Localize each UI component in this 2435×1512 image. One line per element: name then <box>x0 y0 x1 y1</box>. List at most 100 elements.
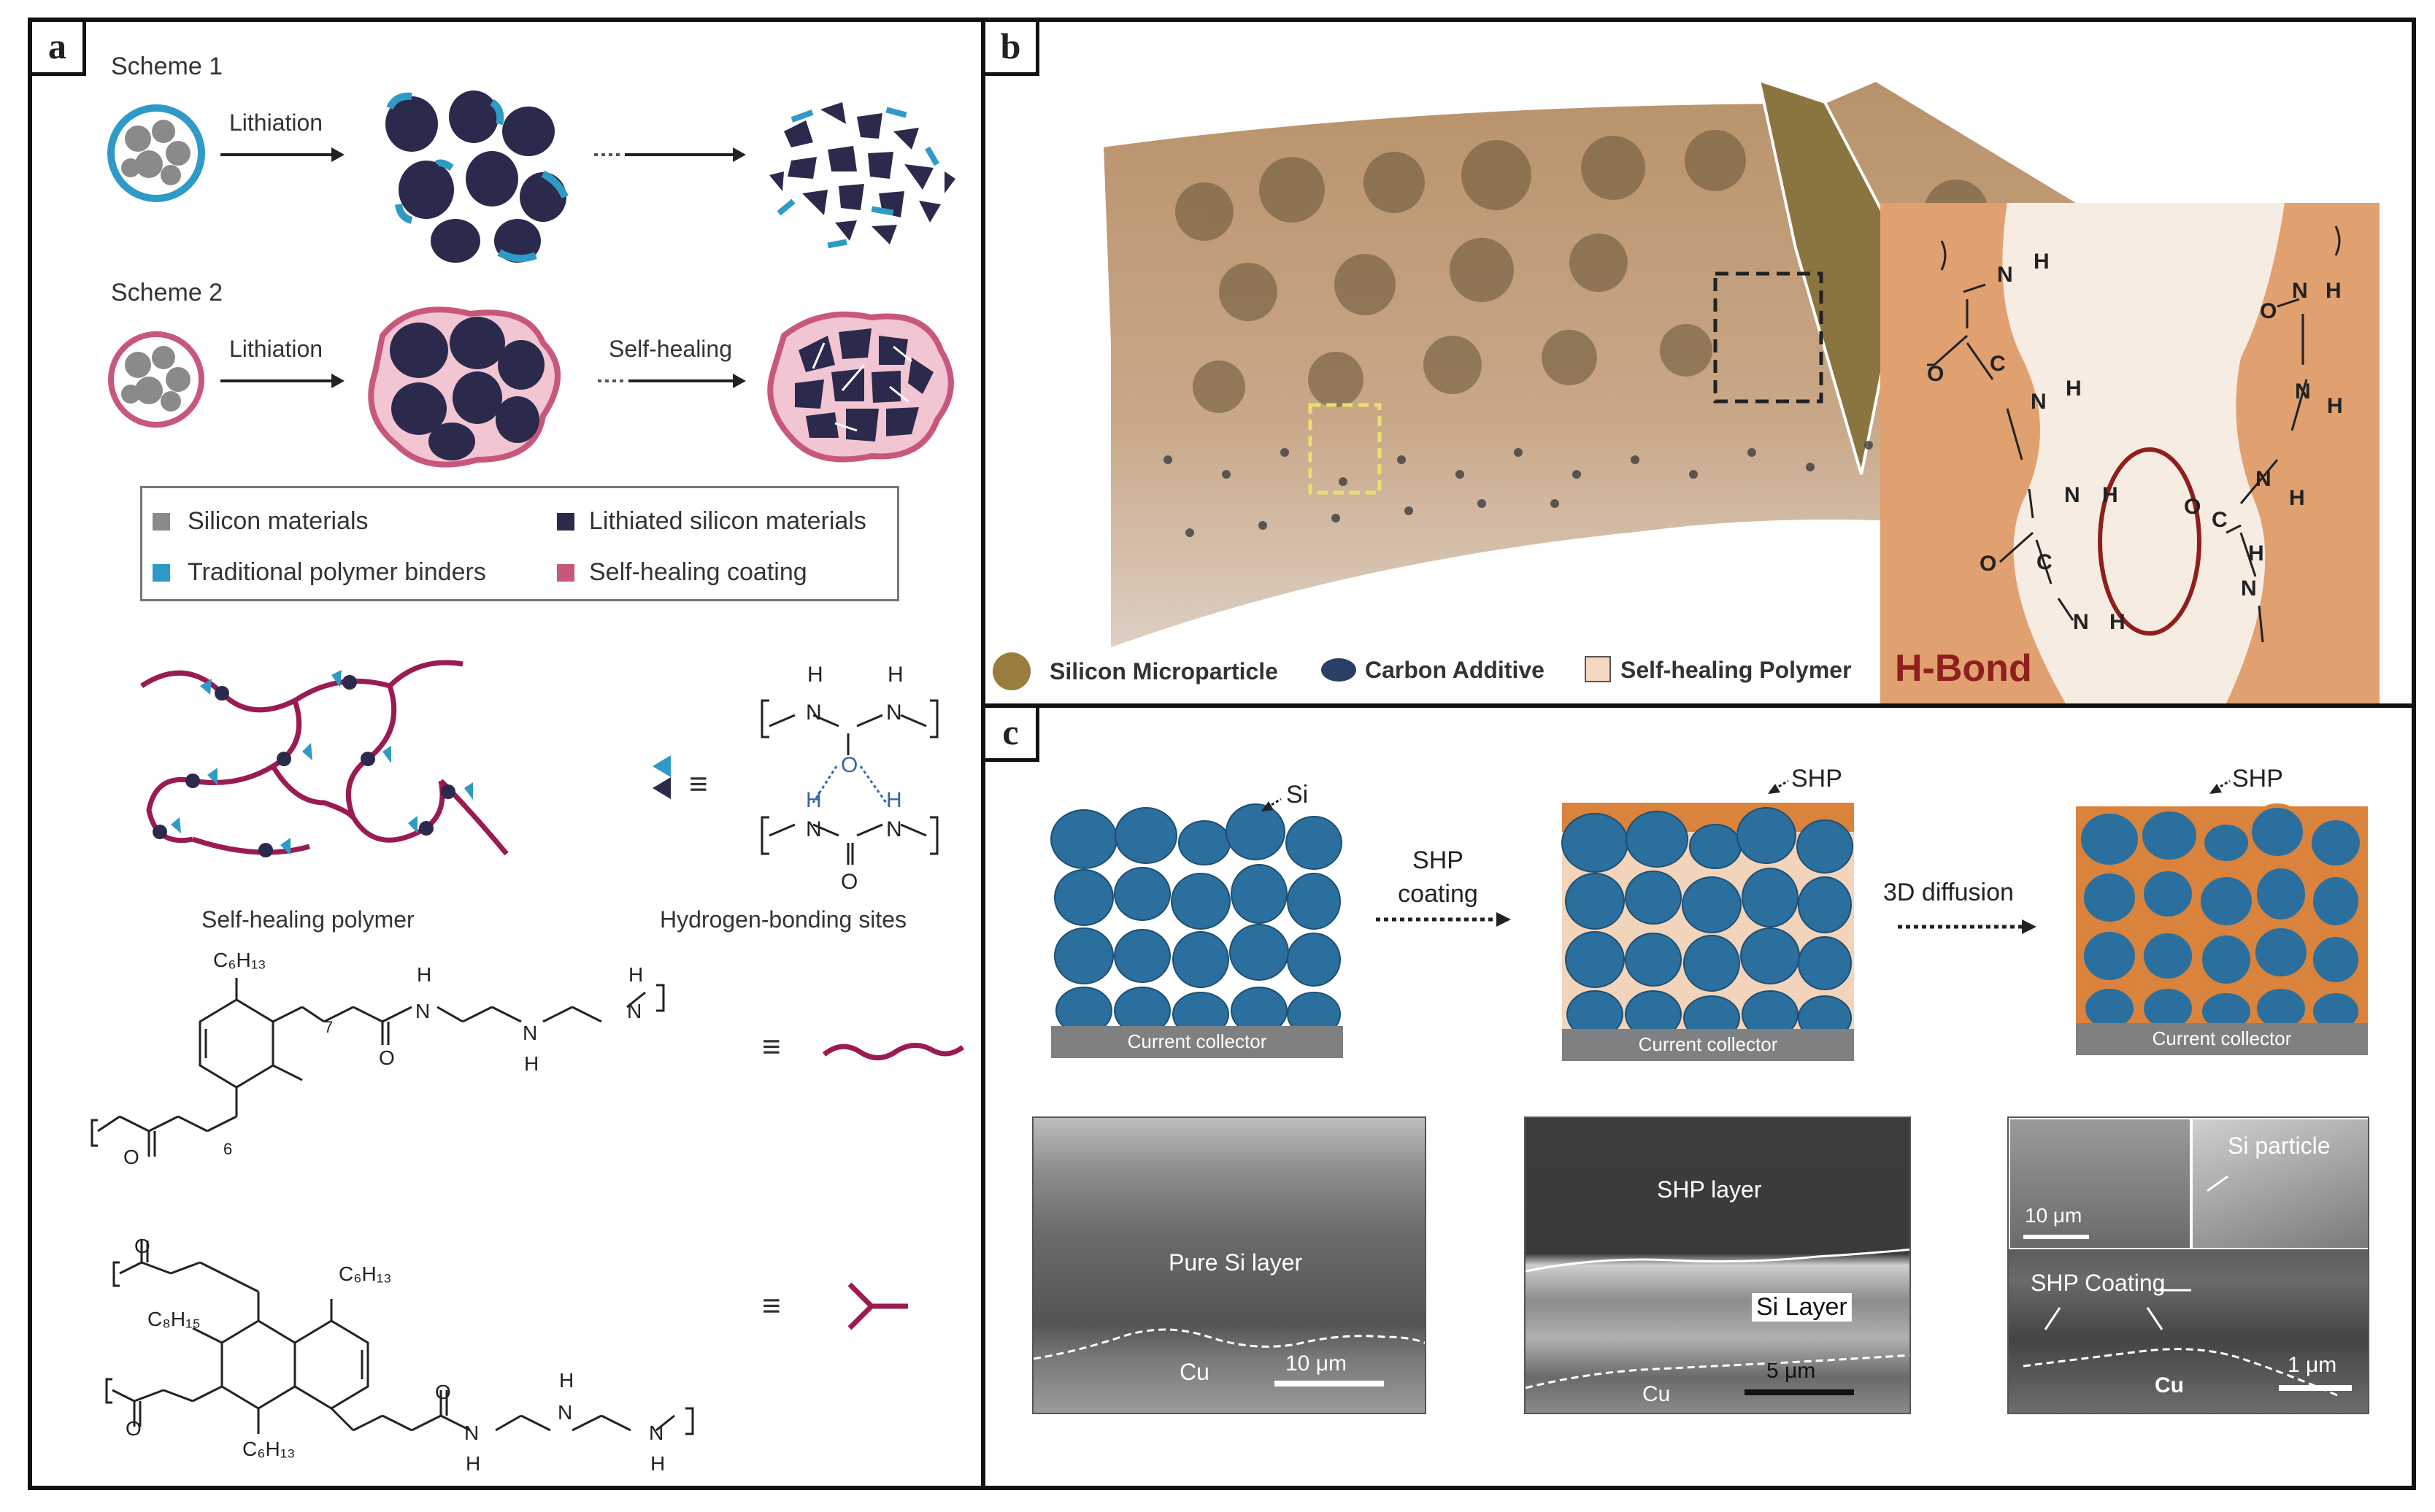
label-si: Si <box>1286 781 1309 809</box>
legend-silicon: Silicon materials <box>188 507 369 535</box>
panel-label-b: b <box>985 22 1039 76</box>
self-healing-label: Self-healing <box>609 336 732 362</box>
struct2-c6h13-top: C₆H₁₃ <box>339 1262 392 1285</box>
sem1-scale-bar: 10 μm <box>1285 1351 1347 1376</box>
hbond-atom-n4: N <box>886 817 902 841</box>
hbond-atom-h1: H <box>807 663 823 687</box>
legend-self-healing-polymer: Self-healing Polymer <box>1620 657 1852 683</box>
current-collector-2: Current collector <box>1638 1033 1778 1055</box>
sem2-si-label: Si Layer <box>1752 1293 1852 1322</box>
step1-label-line2: coating <box>1398 880 1478 908</box>
polymer-network-diagram <box>140 660 509 857</box>
struct1-c6h13: C₆H₁₃ <box>213 949 266 971</box>
sem2-cu-label: Cu <box>1642 1382 1671 1406</box>
equiv-symbol-1: ≡ <box>762 1029 781 1065</box>
hbond-atom-n2: N <box>886 701 902 725</box>
struct2-n3: N <box>649 1422 664 1444</box>
legend-lithiated: Lithiated silicon materials <box>589 507 866 535</box>
sem-image-shp-layer: SHP layer Si Layer Cu 5 μm <box>1524 1116 1911 1414</box>
label-shp-2: SHP <box>2232 765 2283 792</box>
struct2-o1: O <box>134 1235 150 1257</box>
struct2-h1: H <box>466 1452 481 1475</box>
struct1-n2: N <box>523 1022 538 1044</box>
inset-atom-h4: H <box>2109 610 2126 634</box>
hydrogen-bonding-diagram <box>653 699 939 865</box>
inset-atom-n6: N <box>2295 379 2311 404</box>
inset-atom-c2: C <box>2036 550 2053 574</box>
current-collector-1: Current collector <box>1127 1030 1267 1052</box>
inset-atom-n5: N <box>2292 279 2308 303</box>
legend-silicon-microparticle: Silicon Microparticle <box>1050 658 1278 684</box>
polymer-chain-symbol <box>822 1043 965 1060</box>
hbond-atom-n3: N <box>806 817 822 841</box>
caption-self-healing-polymer: Self-healing polymer <box>201 906 415 933</box>
hbond-atom-h4: H <box>886 788 902 812</box>
inset-atom-h8: H <box>2248 541 2264 566</box>
step2-label: 3D diffusion <box>1883 879 2014 906</box>
sem2-shp-label: SHP layer <box>1657 1176 1762 1203</box>
inset-atom-n3: N <box>2064 483 2080 507</box>
struct1-h3: H <box>628 963 644 986</box>
scheme2-title: Scheme 2 <box>111 279 223 306</box>
crosslinker-symbol <box>847 1282 908 1330</box>
caption-hydrogen-bonding: Hydrogen-bonding sites <box>660 906 907 933</box>
hbond-atom-n1: N <box>806 701 822 725</box>
sem3-si-particle-label: Si particle <box>2228 1133 2331 1159</box>
sem-image-shp-coating: Si particle 10 μm SHP Coating Cu 1 μm <box>2007 1116 2369 1414</box>
struct2-n1: N <box>464 1422 480 1444</box>
sem1-cu-label: Cu <box>1180 1359 1209 1385</box>
hbond-atom-o2: O <box>841 870 858 894</box>
inset-atom-n8: N <box>2241 576 2257 601</box>
inset-atom-h6: H <box>2327 394 2343 418</box>
struct1-n3: N <box>627 1000 642 1022</box>
struct1-o2: O <box>123 1146 139 1168</box>
sem3-cu-label: Cu <box>2155 1373 2184 1397</box>
h-bond-label: H-Bond <box>1895 647 2032 690</box>
inset-atom-c3: C <box>2212 508 2228 532</box>
sem3-scale-small: 1 μm <box>2288 1353 2337 1377</box>
legend-box: Silicon materials Lithiated silicon mate… <box>140 486 899 601</box>
hbond-atom-h2: H <box>888 663 904 687</box>
equiv-symbol-2: ≡ <box>762 1288 781 1324</box>
inset-atom-h5: H <box>2326 279 2342 303</box>
sem2-scale-bar: 5 μm <box>1766 1359 1816 1383</box>
inset-atom-n2: N <box>2031 390 2047 414</box>
panel-label-c: c <box>985 708 1039 762</box>
panel-a: a Scheme 1 <box>28 18 985 1490</box>
inset-atom-o1: O <box>1927 362 1944 386</box>
struct2-n2: N <box>558 1401 573 1424</box>
inset-atom-n7: N <box>2255 467 2271 491</box>
hbond-atom-h3: H <box>806 788 822 812</box>
scheme1-title: Scheme 1 <box>111 53 223 80</box>
struct2-h2: H <box>559 1369 574 1392</box>
sem3-inset-lowmag <box>2009 1118 2191 1249</box>
inset-atom-h2: H <box>2066 377 2082 401</box>
inset-atom-c1: C <box>1990 352 2006 376</box>
struct2-c8h15: C₈H₁₅ <box>147 1308 201 1330</box>
struct2-o3: O <box>435 1381 451 1403</box>
inset-atom-o2: O <box>1980 552 1997 576</box>
struct1-sub7: 7 <box>324 1018 334 1036</box>
sem3-coating-label: SHP Coating <box>2031 1270 2166 1296</box>
struct2-o2: O <box>126 1417 142 1440</box>
sem3-inset-highmag <box>2191 1118 2368 1249</box>
shp-coating-process-diagram <box>1050 779 2368 1061</box>
struct1-n1: N <box>415 1000 431 1022</box>
legend-swatch-silicon <box>153 513 170 531</box>
electrode-3d-illustration <box>993 77 2380 703</box>
legend-swatch-coating <box>557 564 574 582</box>
legend-traditional: Traditional polymer binders <box>188 558 486 586</box>
panel-c: c <box>981 703 2416 1490</box>
sem1-layer-label: Pure Si layer <box>1169 1249 1303 1276</box>
inset-atom-n1: N <box>1997 263 2013 287</box>
current-collector-3: Current collector <box>2152 1027 2292 1049</box>
panel-label-a: a <box>32 22 86 76</box>
hbond-atom-o1: O <box>841 753 858 777</box>
inset-atom-o3: O <box>2260 299 2277 323</box>
struct1-o: O <box>379 1046 395 1069</box>
inset-atom-o4: O <box>2184 495 2201 519</box>
equiv-symbol-hbond: ≡ <box>689 766 708 802</box>
sem3-scale-big: 10 μm <box>2025 1204 2082 1227</box>
legend-carbon-additive: Carbon Additive <box>1365 657 1545 683</box>
struct1-h1: H <box>417 963 432 986</box>
